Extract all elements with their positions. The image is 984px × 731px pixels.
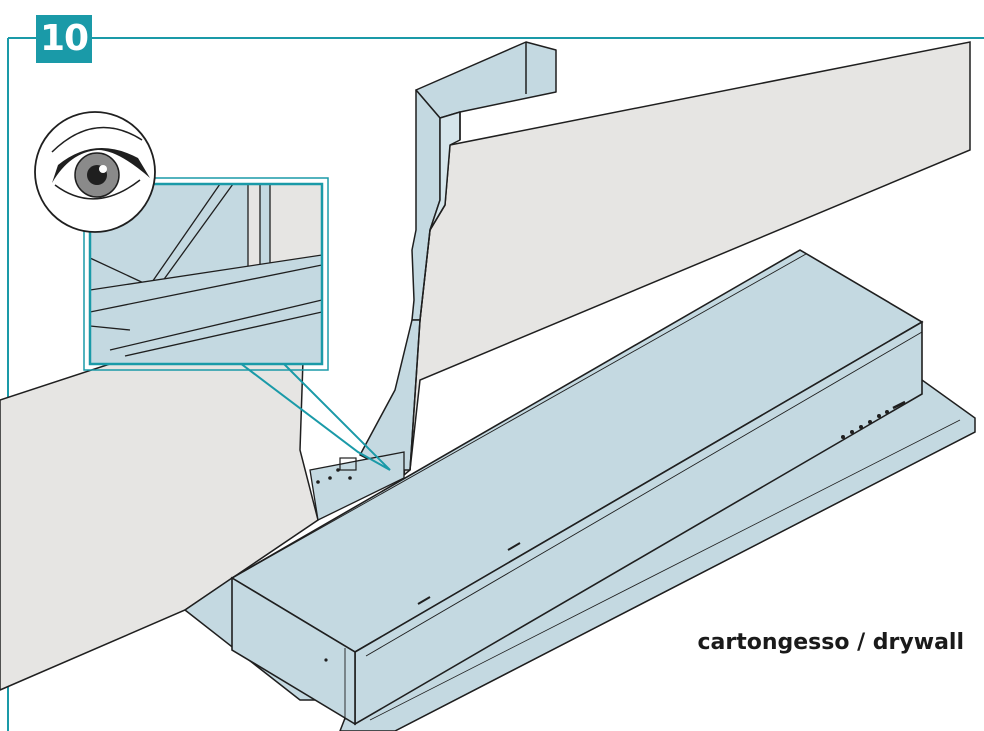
step-number-badge: 10	[36, 15, 92, 63]
bracket-holes	[316, 457, 357, 484]
chimney-duct	[359, 41, 557, 471]
hood-end-face	[231, 576, 356, 726]
control-panel	[841, 400, 906, 439]
material-caption: cartongesso / drywall	[697, 630, 964, 655]
hood-slot-marks	[417, 542, 521, 605]
callout-leader	[239, 362, 391, 471]
hood-screw	[324, 658, 328, 662]
eye-icon	[34, 111, 156, 233]
